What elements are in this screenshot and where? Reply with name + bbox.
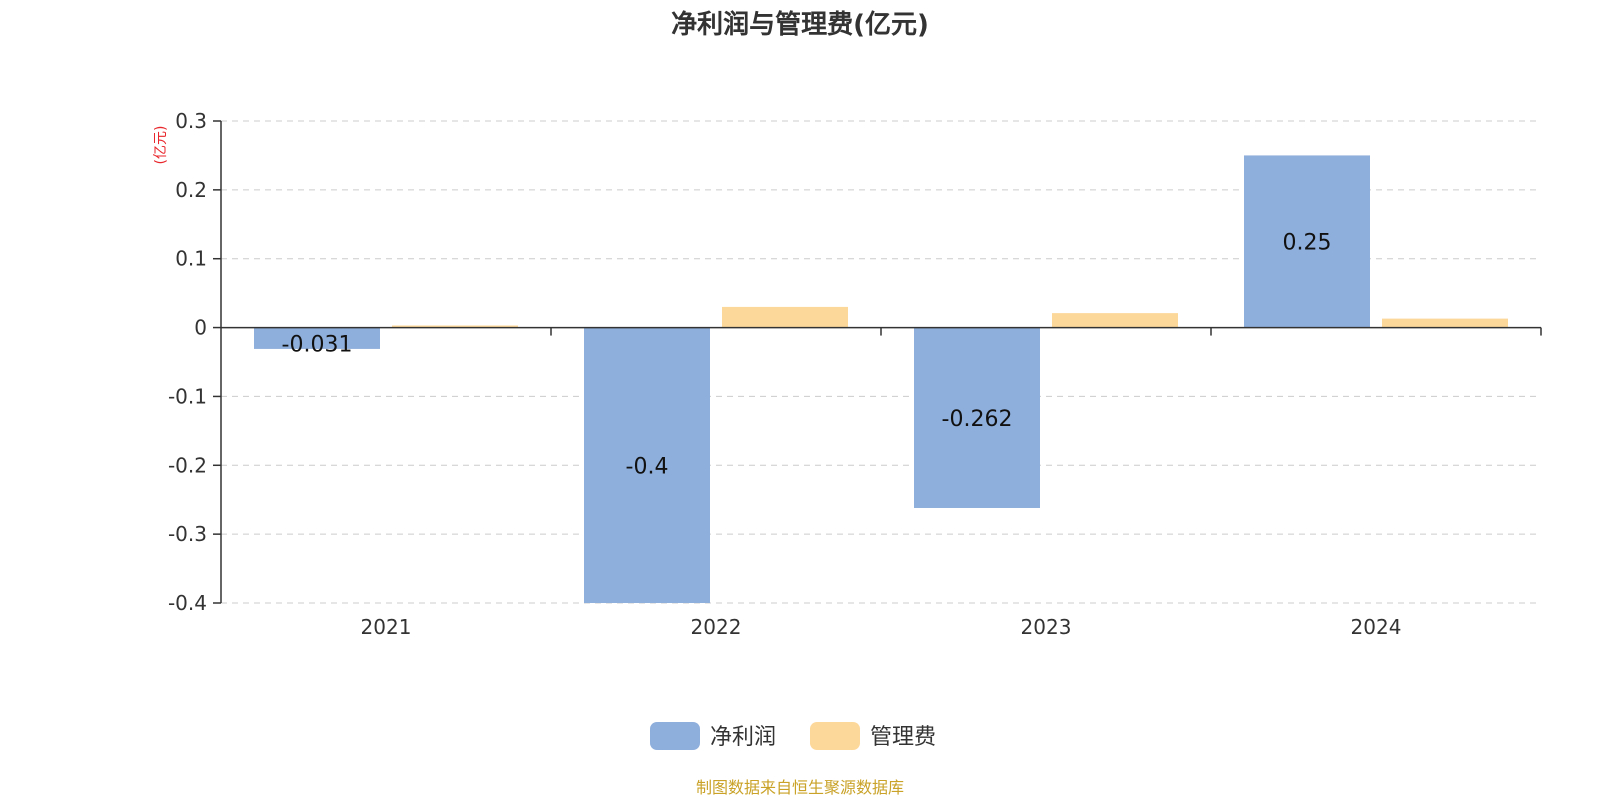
y-axis-unit: (亿元) — [153, 126, 169, 165]
y-tick-label: -0.4 — [168, 591, 207, 615]
y-tick-label: -0.3 — [168, 522, 207, 546]
bar-net-profit — [254, 327, 380, 349]
data-label: 0.25 — [1283, 231, 1332, 256]
bars — [254, 155, 1508, 603]
data-label: -0.262 — [942, 407, 1013, 432]
x-tick-label: 2022 — [691, 615, 742, 639]
bar-admin-expense — [722, 306, 848, 328]
legend-label: 净利润 — [710, 725, 776, 750]
bar-admin-expense — [1382, 318, 1508, 328]
x-axis-ticks: 2021 2022 2023 2024 — [361, 615, 1402, 639]
chart-title: 净利润与管理费(亿元) — [671, 9, 929, 40]
data-labels: -0.031 -0.4 -0.262 0.25 — [282, 231, 1332, 480]
legend-label: 管理费 — [870, 725, 936, 750]
gridlines — [221, 120, 1541, 604]
x-tick-label: 2024 — [1351, 615, 1402, 639]
source-note: 制图数据来自恒生聚源数据库 — [696, 778, 904, 797]
y-tick-label: -0.2 — [168, 453, 207, 477]
bar-admin-expense — [392, 325, 518, 328]
data-label: -0.4 — [626, 454, 669, 479]
legend-item-admin-expense[interactable]: 管理费 — [810, 722, 936, 750]
y-axis-ticks: 0.3 0.2 0.1 0 -0.1 -0.2 -0.3 -0.4 — [168, 109, 221, 615]
x-tick-label: 2023 — [1021, 615, 1072, 639]
bar-net-profit — [584, 327, 710, 603]
legend-swatch — [650, 722, 700, 750]
bar-admin-expense — [1052, 313, 1178, 328]
data-label: -0.031 — [282, 333, 353, 358]
y-tick-label: 0 — [194, 316, 207, 340]
y-tick-label: 0.1 — [175, 247, 207, 271]
legend-item-net-profit[interactable]: 净利润 — [650, 722, 776, 750]
axes — [220, 121, 1542, 603]
y-tick-label: 0.2 — [175, 178, 207, 202]
x-tick-label: 2021 — [361, 615, 412, 639]
y-tick-label: 0.3 — [175, 109, 207, 133]
bar-net-profit — [1244, 155, 1370, 328]
bar-net-profit — [914, 327, 1040, 508]
y-tick-label: -0.1 — [168, 384, 207, 408]
legend-swatch — [810, 722, 860, 750]
legend[interactable]: 净利润 管理费 — [650, 722, 936, 750]
